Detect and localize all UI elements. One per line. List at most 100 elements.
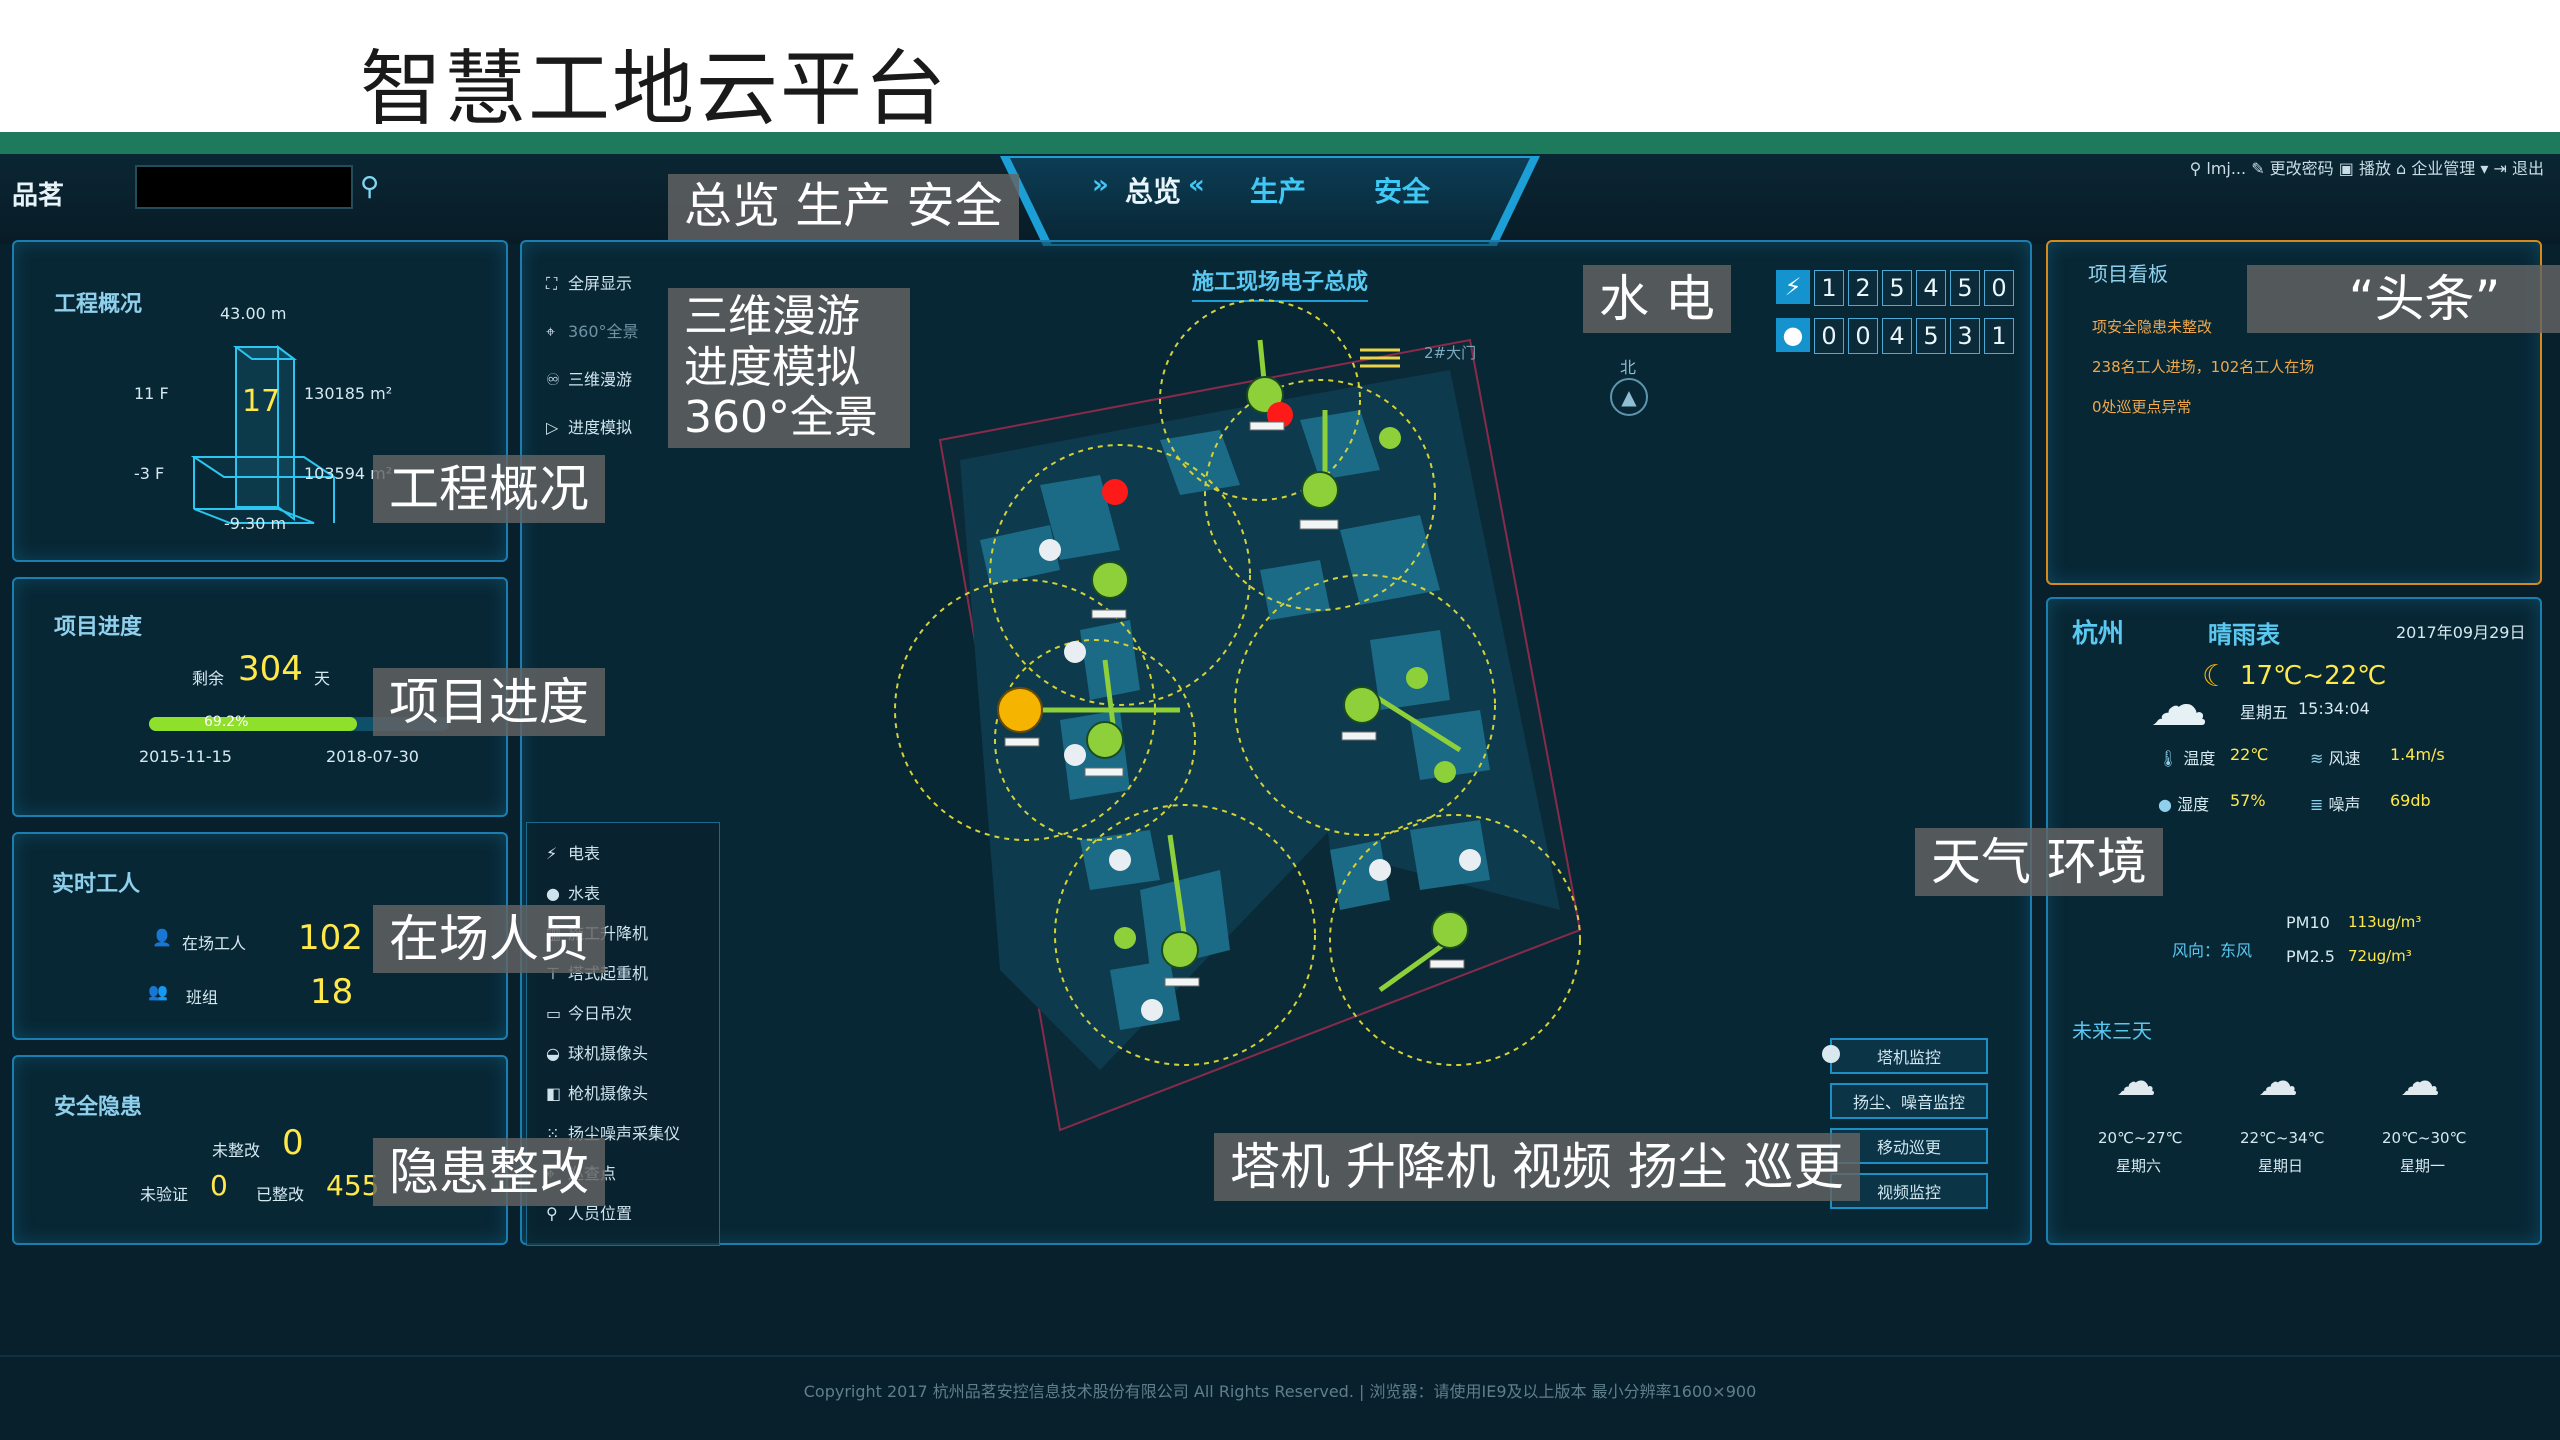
legend-water[interactable]: ●水表 xyxy=(546,884,601,903)
annotation-hazard: 隐患整改 xyxy=(373,1138,605,1206)
crane-monitor-button[interactable]: 塔机监控 xyxy=(1830,1038,1988,1074)
forecast-day: 星期一 xyxy=(2400,1157,2446,1175)
noise-label: ≣ 噪声 xyxy=(2310,795,2361,814)
digit: 0 xyxy=(1984,270,2014,306)
wind-label: ≋ 风速 xyxy=(2310,749,2361,768)
annotation-monitoring: 塔机 升降机 视频 扬尘 巡更 xyxy=(1214,1133,1860,1201)
tab-safety[interactable]: 安全 xyxy=(1374,175,1431,208)
news-item[interactable]: 238名工人进场，102名工人在场 xyxy=(2092,358,2315,376)
fullscreen-icon: ⛶ xyxy=(546,274,558,293)
depth: -9.30 m xyxy=(224,514,287,533)
annotation-headline: “头条” xyxy=(2247,265,2560,333)
map-title: 施工现场电子总成 xyxy=(1192,264,1369,302)
news-item[interactable]: 项安全隐患未整改 xyxy=(2092,318,2213,336)
noise-value: 69db xyxy=(2390,791,2431,810)
floors-below: -3 F xyxy=(134,464,165,483)
workers-title: 实时工人 xyxy=(52,872,141,897)
annotation-progress: 项目进度 xyxy=(373,668,605,736)
teams-value: 18 xyxy=(310,972,354,1012)
pm25-value: 72ug/m³ xyxy=(2348,947,2412,965)
annotation-engineering: 工程概况 xyxy=(373,455,605,523)
wind-icon: ≋ xyxy=(2310,749,2324,768)
building-count: 17 xyxy=(242,384,281,419)
toggle-icon[interactable] xyxy=(1822,1045,1840,1063)
temp-label: 🌡 温度 xyxy=(2158,749,2216,768)
digit: 1 xyxy=(1814,270,1844,306)
annotation-tour: 三维漫游 进度模拟 360°全景 xyxy=(668,288,910,448)
digit: 1 xyxy=(1984,318,2014,354)
nav-bar xyxy=(1010,158,1530,244)
engineering-title: 工程概况 xyxy=(54,292,143,317)
pm25-label: PM2.5 xyxy=(2286,947,2335,966)
sun-icon: ☾ xyxy=(2202,659,2229,694)
digit: 3 xyxy=(1950,318,1980,354)
start-date: 2015-11-15 xyxy=(139,747,232,766)
nav-arrow-right: « xyxy=(1188,170,1205,200)
roaming-button[interactable]: ♾三维漫游 xyxy=(546,370,633,389)
rectified-label: 已整改 xyxy=(256,1185,305,1204)
forecast-title: 未来三天 xyxy=(2072,1019,2152,1043)
wind-direction: 风向：东风 xyxy=(2172,941,2253,960)
worker-icon: 👤 xyxy=(152,928,172,947)
tab-overview[interactable]: 总览 xyxy=(1125,175,1182,208)
pm10-value: 113ug/m³ xyxy=(2348,913,2422,931)
water-meter: ● 0 0 4 5 3 1 xyxy=(1776,318,2014,354)
humidity-label: ● 湿度 xyxy=(2158,795,2210,814)
progress-title: 项目进度 xyxy=(54,615,143,640)
unrectified-label: 未整改 xyxy=(212,1141,261,1160)
temp-range: 17℃~22℃ xyxy=(2240,661,2387,691)
height-top: 43.00 m xyxy=(220,304,287,323)
unverified-label: 未验证 xyxy=(140,1185,189,1204)
noise-icon: ≣ xyxy=(2310,795,2324,814)
area-above: 130185 m² xyxy=(304,384,393,403)
panorama-button[interactable]: ⌖360°全景 xyxy=(546,322,639,341)
bullet-camera-icon: ◧ xyxy=(546,1084,562,1103)
news-title: 项目看板 xyxy=(2088,262,2168,286)
digit: 5 xyxy=(1950,270,1980,306)
wind-value: 1.4m/s xyxy=(2390,745,2445,764)
digit: 0 xyxy=(1814,318,1844,354)
rectified-value: 455 xyxy=(326,1169,380,1202)
dust-noise-monitor-button[interactable]: 扬尘、噪音监控 xyxy=(1830,1083,1988,1119)
legend-electric[interactable]: ⚡电表 xyxy=(546,844,601,863)
annotation-water-power: 水 电 xyxy=(1583,265,1731,333)
search-input[interactable] xyxy=(135,165,353,209)
end-date: 2018-07-30 xyxy=(326,747,419,766)
news-item[interactable]: 0处巡更点异常 xyxy=(2092,398,2192,416)
weather-date: 2017年09月29日 xyxy=(2396,623,2526,642)
simulation-button[interactable]: ▷进度模拟 xyxy=(546,418,633,437)
site-map[interactable] xyxy=(880,270,1600,1150)
lift-count-icon: ▭ xyxy=(546,1004,562,1023)
legend-lifts-today[interactable]: ▭今日吊次 xyxy=(546,1004,633,1023)
cloud-icon: ☁ xyxy=(2258,1059,2298,1105)
digit: 5 xyxy=(1882,270,1912,306)
compass-label: 北 xyxy=(1620,358,1637,377)
slide-title: 智慧工地云平台 xyxy=(360,42,949,137)
teams-label: 班组 xyxy=(186,988,219,1007)
user-menu[interactable]: ⚲ lmj... ✎ 更改密码 ▣ 播放 ⌂ 企业管理 ▾ ⇥ 退出 xyxy=(2189,159,2544,178)
pm10-label: PM10 xyxy=(2286,913,2330,932)
digit: 0 xyxy=(1848,318,1878,354)
panorama-icon: ⌖ xyxy=(546,322,556,341)
lightning-icon: ⚡ xyxy=(546,844,558,863)
forecast-day: 星期六 xyxy=(2116,1157,2162,1175)
days-unit: 天 xyxy=(314,669,331,688)
weekday: 星期五 xyxy=(2240,703,2289,722)
footer-copyright: Copyright 2017 杭州品茗安控信息技术股份有限公司 All Righ… xyxy=(803,1382,1757,1401)
clock: 15:34:04 xyxy=(2298,699,2370,718)
on-site-value: 102 xyxy=(298,918,363,958)
legend-dome-camera[interactable]: ◒球机摄像头 xyxy=(546,1044,649,1063)
progress-fill xyxy=(149,717,357,731)
legend-person[interactable]: ⚲人员位置 xyxy=(546,1204,633,1223)
legend-bullet-camera[interactable]: ◧枪机摄像头 xyxy=(546,1084,649,1103)
nav-arrow-left: » xyxy=(1092,170,1109,200)
unrectified-value: 0 xyxy=(282,1123,304,1163)
remaining-label: 剩余 xyxy=(192,669,225,688)
annotation-weather: 天气 环境 xyxy=(1915,828,2163,896)
search-icon[interactable]: ⚲ xyxy=(360,172,380,202)
area-below: 103594 m² xyxy=(304,464,393,483)
tab-production[interactable]: 生产 xyxy=(1250,175,1307,208)
weather-board-title: 晴雨表 xyxy=(2208,621,2280,649)
fullscreen-button[interactable]: ⛶全屏显示 xyxy=(546,274,633,293)
cloud-icon: ☁ xyxy=(2116,1059,2156,1105)
